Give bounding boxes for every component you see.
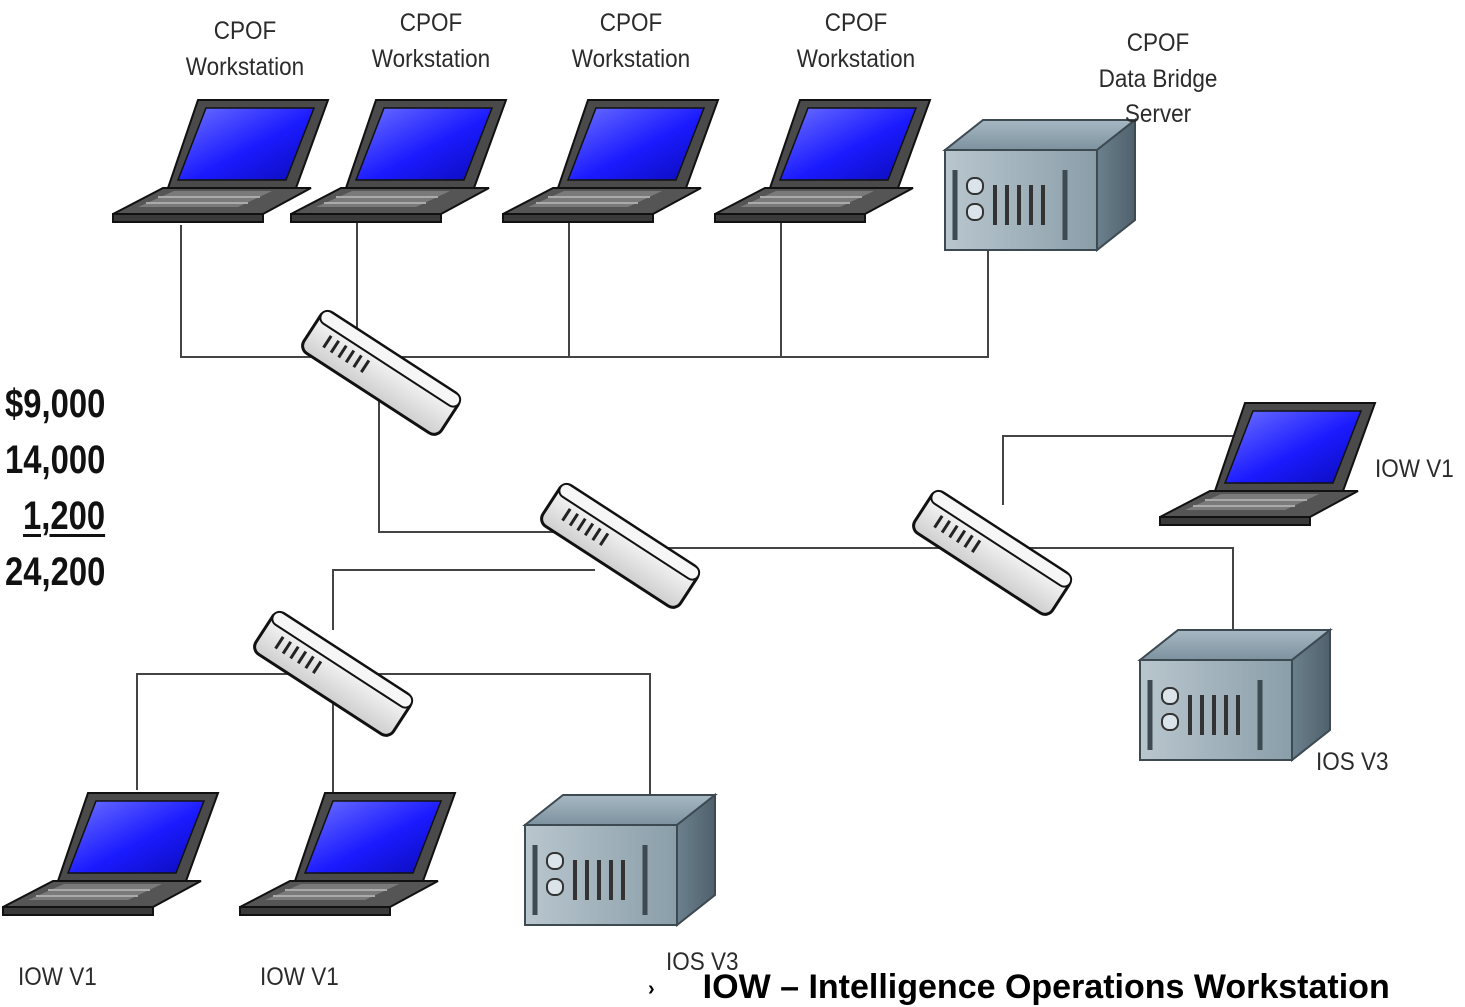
connection-lines	[136, 212, 1240, 800]
network-switch-middle	[536, 479, 704, 613]
cpof-data-bridge-server	[945, 120, 1135, 250]
cpof-workstation-laptop-1	[112, 99, 329, 223]
label-iow-v1-right: IOW V1	[1375, 455, 1454, 483]
label-line1: CPOF	[824, 9, 888, 37]
iow-v1-laptop-bottom-1	[2, 792, 219, 916]
bullet-icon: ›	[648, 977, 655, 1000]
label-line1: CPOF	[213, 17, 277, 45]
label-iow-v1-bottom-1: IOW V1	[18, 963, 97, 991]
label-cpof-workstation-2: CPOF Workstation	[364, 6, 499, 77]
label-line2: Workstation	[796, 44, 916, 73]
label-line2: Workstation	[185, 52, 305, 81]
footer-note: › IOW – Intelligence Operations Workstati…	[648, 968, 1390, 1007]
label-ios-v3-bottom: IOS V3	[666, 948, 739, 976]
cpof-workstation-laptop-3	[502, 99, 719, 223]
cost-line-2: 14,000	[4, 438, 105, 482]
label-line2: Workstation	[571, 44, 691, 73]
network-switch-top	[297, 306, 465, 440]
label-ios-v3-right: IOS V3	[1316, 748, 1389, 776]
label-cpof-workstation-4: CPOF Workstation	[789, 6, 924, 77]
cpof-workstation-laptop-2	[290, 99, 507, 223]
label-iow-v1-bottom-2: IOW V1	[260, 963, 339, 991]
iow-v1-laptop-bottom-2	[239, 792, 456, 916]
label-line3: Server	[1124, 100, 1192, 128]
label-cpof-workstation-1: CPOF Workstation	[178, 14, 313, 85]
footer-text: IOW – Intelligence Operations Workstatio…	[702, 968, 1390, 1006]
iow-v1-laptop-right	[1159, 402, 1376, 526]
label-line2: Workstation	[371, 44, 491, 73]
label-line2: Data Bridge	[1098, 64, 1218, 93]
label-line1: CPOF	[599, 9, 663, 37]
cost-line-3: 1,200	[22, 494, 105, 538]
cost-total: 24,200	[4, 550, 105, 594]
label-cpof-workstation-3: CPOF Workstation	[564, 6, 699, 77]
label-line1: CPOF	[399, 9, 463, 37]
label-line1: CPOF	[1126, 29, 1190, 57]
cpof-workstation-laptop-4	[714, 99, 931, 223]
cost-line-1: $9,000	[4, 382, 105, 426]
ios-v3-server-bottom	[525, 795, 715, 925]
ios-v3-server-right	[1140, 630, 1330, 760]
label-cpof-data-bridge-server: CPOF Data Bridge Server	[1086, 26, 1230, 133]
network-switch-right	[908, 486, 1076, 620]
